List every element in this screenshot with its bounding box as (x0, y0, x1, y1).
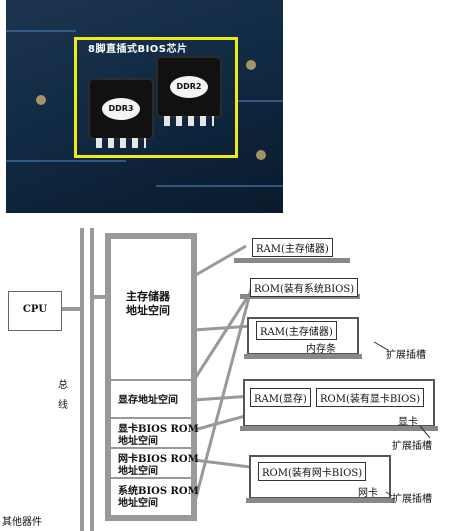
rom-nic-bios-box: ROM(装有网卡BIOS) (258, 462, 367, 481)
bios-chip-ddr3: DDR3 (90, 80, 152, 148)
cpu-box: CPU (8, 291, 62, 331)
ram-main-stick-box: RAM(主存储器) (256, 321, 337, 340)
video-bios-space-line1: 显卡BIOS ROM (118, 424, 199, 435)
cpu-label: CPU (22, 304, 48, 315)
video-card-label: 显卡 (398, 417, 418, 428)
chip-highlight-box (74, 37, 238, 158)
ram-main-top-box: RAM(主存储器) (252, 238, 333, 257)
main-memory-space-line1: 主存储器 (126, 290, 170, 303)
chip-highlight-label: 8脚直插式BIOS芯片 (88, 44, 188, 55)
chip-label-ddr3: DDR3 (102, 98, 140, 120)
slot-label-3: 扩展插槽 (392, 494, 432, 505)
memory-stick-label: 内存条 (306, 344, 336, 355)
video-bios-space-line2: 地址空间 (118, 436, 158, 447)
chip-label-ddr2: DDR2 (170, 76, 208, 98)
nic-bios-space-line1: 网卡BIOS ROM (118, 454, 199, 465)
motherboard-photo: DDR3 DDR2 8脚直插式BIOS芯片 (6, 0, 283, 213)
video-memory-space-label: 显存地址空间 (118, 395, 178, 406)
bus-label-char-1: 总 (58, 380, 68, 391)
rom-video-bios-box: ROM(装有显卡BIOS) (316, 388, 425, 407)
bus-line-right (90, 228, 94, 531)
bios-chip-ddr2: DDR2 (158, 58, 220, 126)
bus-line-left (80, 228, 84, 531)
ram-video-box: RAM(显存) (250, 388, 311, 407)
bus-label-char-2: 线 (58, 400, 68, 411)
nic-label: 网卡 (358, 488, 378, 499)
system-bios-space-line2: 地址空间 (118, 498, 158, 509)
slot-label-2: 扩展插槽 (392, 441, 432, 452)
rom-system-bios-box: ROM(装有系统BIOS) (250, 278, 359, 297)
nic-bios-space-line2: 地址空间 (118, 466, 158, 477)
main-memory-space-line2: 地址空间 (126, 304, 170, 317)
other-devices-label: 其他器件 (2, 517, 42, 528)
system-bios-space-line1: 系统BIOS ROM (118, 486, 199, 497)
slot-label-1: 扩展插槽 (386, 350, 426, 361)
